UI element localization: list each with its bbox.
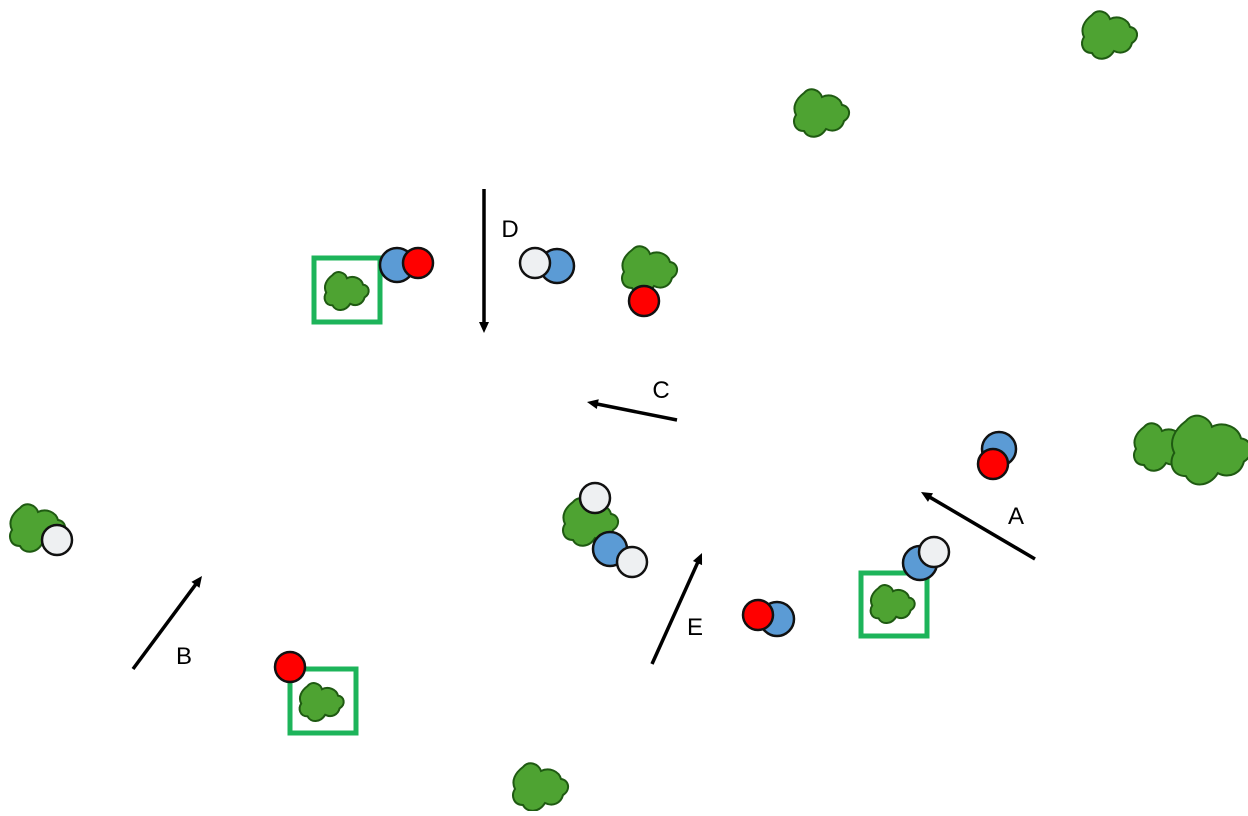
plant-icon bbox=[325, 272, 369, 310]
red-marker bbox=[275, 652, 305, 682]
red-marker bbox=[978, 449, 1008, 479]
plant-icon bbox=[1082, 11, 1137, 58]
plant-icon bbox=[300, 683, 344, 721]
direction-arrow: D bbox=[479, 189, 519, 333]
arrow-head bbox=[479, 322, 489, 333]
white-marker bbox=[580, 483, 610, 513]
marker-group bbox=[42, 248, 1016, 682]
red-marker bbox=[403, 248, 433, 278]
arrow-shaft bbox=[652, 561, 698, 664]
plant-icon bbox=[1171, 416, 1248, 485]
white-marker bbox=[919, 537, 949, 567]
direction-arrow: E bbox=[652, 553, 703, 664]
plant-icon bbox=[794, 89, 849, 136]
plant-icon bbox=[871, 585, 915, 623]
arrow-label: C bbox=[652, 377, 669, 404]
arrow-shaft bbox=[596, 404, 677, 420]
red-marker bbox=[629, 286, 659, 316]
white-marker bbox=[42, 525, 72, 555]
arrow-label: D bbox=[501, 216, 518, 243]
arrow-label: B bbox=[176, 643, 192, 670]
arrow-label: A bbox=[1008, 503, 1024, 530]
arrow-head bbox=[587, 399, 599, 409]
arrow-label: E bbox=[687, 614, 703, 641]
direction-arrow: B bbox=[133, 576, 202, 670]
white-marker bbox=[617, 547, 647, 577]
plant-icon bbox=[513, 763, 568, 810]
white-marker bbox=[520, 248, 550, 278]
direction-arrow: C bbox=[587, 377, 677, 420]
red-marker bbox=[743, 600, 773, 630]
